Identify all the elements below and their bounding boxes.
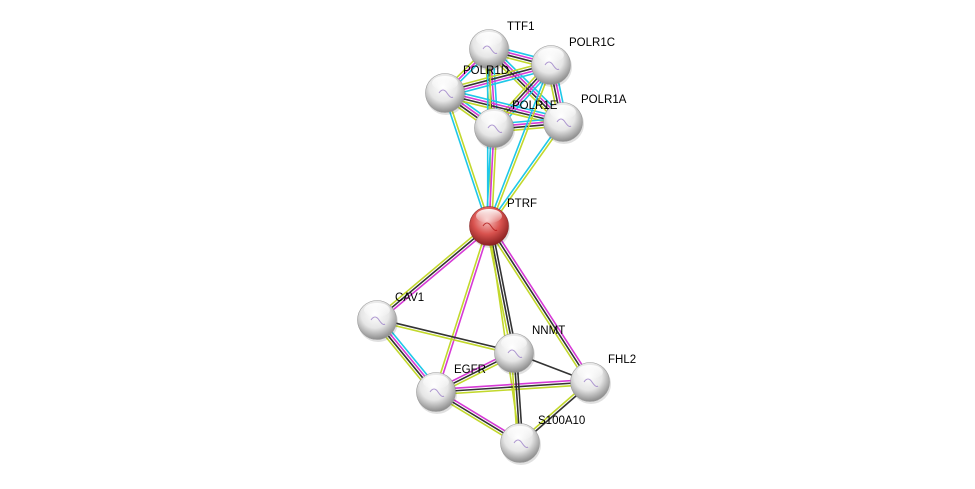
node-highlight	[432, 76, 458, 90]
edge-channel-textmining	[433, 225, 489, 392]
node-ptrf[interactable]	[469, 206, 511, 249]
node-label: TTF1	[507, 21, 534, 33]
protein-structure-icon	[482, 222, 498, 231]
protein-structure-icon	[513, 439, 529, 448]
node-highlight	[501, 336, 527, 350]
node-s100a10[interactable]	[500, 423, 542, 466]
edge-channel-coexpression	[490, 225, 518, 353]
edge-PTRF-FHL2[interactable]	[486, 224, 593, 384]
node-label: POLR1A	[581, 94, 627, 106]
node-label: POLR1C	[569, 37, 615, 49]
edge-channel-database	[445, 88, 565, 119]
edge-channel-textmining	[445, 92, 491, 226]
edge-PTRF-POLR1A[interactable]	[487, 120, 565, 228]
edge-channel-textmining	[489, 65, 553, 227]
edge-channel-coexpression	[488, 225, 591, 383]
edge-PTRF-EGFR[interactable]	[433, 225, 492, 393]
edge-channel-coexpression	[377, 317, 515, 353]
node-highlight	[364, 303, 390, 317]
node-cav1[interactable]	[357, 300, 399, 343]
protein-structure-icon	[556, 118, 572, 127]
node-polr1e[interactable]	[474, 108, 516, 151]
edge-channel-database	[443, 93, 489, 227]
edge-channel-experiments	[490, 224, 593, 382]
protein-structure-icon	[487, 124, 503, 133]
node-polr1d[interactable]	[425, 73, 467, 116]
edge-channel-experiments	[378, 227, 492, 323]
edge-channel-textmining	[374, 223, 488, 319]
edge-channel-experiments	[436, 226, 492, 393]
node-egfr[interactable]	[416, 372, 458, 415]
node-highlight	[476, 32, 502, 46]
edge-channel-textmining	[486, 226, 589, 384]
protein-structure-icon	[438, 89, 454, 98]
node-label: POLR1D	[463, 65, 509, 77]
node-label: S100A10	[538, 415, 585, 427]
node-label: PTRF	[507, 198, 537, 210]
edge-PTRF-POLR1C[interactable]	[487, 64, 553, 227]
protein-structure-icon	[429, 388, 445, 397]
edge-channel-database	[487, 120, 563, 226]
edge-PTRF-POLR1D[interactable]	[443, 92, 491, 227]
node-label: NNMT	[532, 325, 565, 337]
node-highlight	[538, 48, 564, 62]
node-highlight	[507, 426, 533, 440]
edge-channel-coexpression	[444, 93, 563, 125]
node-label: FHL2	[608, 354, 636, 366]
node-highlight	[577, 365, 603, 379]
edge-channel-textmining	[489, 122, 565, 228]
protein-structure-icon	[370, 316, 386, 325]
protein-structure-icon	[583, 378, 599, 387]
node-label: EGFR	[454, 364, 486, 376]
protein-structure-icon	[544, 61, 560, 70]
node-polr1a[interactable]	[543, 102, 585, 145]
edge-channel-coexpression	[488, 225, 515, 354]
node-nnmt[interactable]	[494, 333, 536, 376]
node-highlight	[476, 209, 502, 223]
node-ttf1[interactable]	[469, 29, 511, 72]
node-fhl2[interactable]	[570, 362, 612, 405]
edge-channel-textmining	[376, 320, 514, 356]
node-highlight	[550, 105, 576, 119]
edge-channel-coexpression	[376, 225, 490, 321]
protein-structure-icon	[507, 349, 523, 358]
edge-channel-database	[487, 64, 551, 226]
node-highlight	[481, 111, 507, 125]
node-label: POLR1E	[512, 100, 558, 112]
node-highlight	[423, 375, 449, 389]
edge-PTRF-CAV1[interactable]	[374, 223, 492, 323]
node-label: CAV1	[395, 292, 424, 304]
node-polr1c[interactable]	[531, 45, 573, 88]
nodes-layer	[357, 29, 612, 466]
protein-structure-icon	[482, 45, 498, 54]
edge-CAV1-NNMT[interactable]	[376, 317, 515, 356]
edge-channel-experiments	[445, 90, 564, 122]
